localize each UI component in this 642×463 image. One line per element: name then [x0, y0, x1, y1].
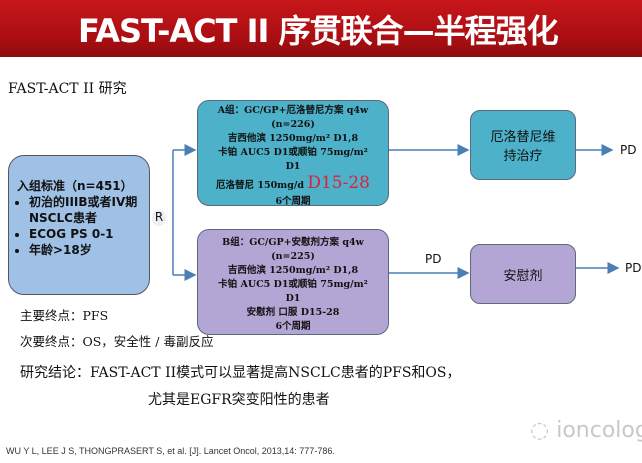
enrollment-title: 入组标准（n=451）	[17, 179, 133, 193]
arm-a-line: 厄洛替尼 150mg/d	[216, 180, 304, 191]
arm-a-title: A组：GC/GP+厄洛替尼方案 q4w	[217, 105, 369, 116]
primary-endpoint: 主要终点：PFS	[20, 308, 109, 323]
conclusion-line1: 研究结论：FAST-ACT II模式可以显著提高NSCLC患者的PFS和OS，	[20, 365, 461, 381]
arm-b-line: D1	[285, 293, 301, 304]
criterion: ECOG PS 0-1	[29, 226, 149, 242]
arm-b-cycles: 6个周期	[275, 321, 311, 332]
header-banner: FAST-ACT II 序贯联合—半程强化	[0, 0, 642, 57]
arm-a-line: 吉西他滨 1250mg/m² D1,8	[227, 133, 359, 144]
arm-b-line: 吉西他滨 1250mg/m² D1,8	[227, 265, 359, 276]
arm-b-line: 安慰剂 口服 D15-28	[246, 307, 340, 318]
enrollment-box: 入组标准（n=451） 初治的IIIB或者IV期NSCLC患者 ECOG PS …	[8, 155, 150, 295]
arm-a-highlight: D15-28	[307, 173, 370, 193]
randomization-label: R	[152, 210, 166, 226]
maintenance-b-box: 安慰剂	[470, 244, 576, 304]
pd-label: PD	[620, 143, 637, 157]
arm-b-line: 卡铂 AUC5 D1或顺铂 75mg/m²	[218, 279, 368, 290]
secondary-endpoint: 次要终点：OS，安全性 / 毒副反应	[20, 334, 214, 349]
criterion: 初治的IIIB或者IV期NSCLC患者	[29, 194, 139, 226]
conclusion-line2: 尤其是EGFR突变阳性的患者	[148, 392, 330, 408]
criterion: 年龄>18岁	[29, 242, 149, 258]
pd-label: PD	[425, 252, 442, 266]
arm-a-line: 卡铂 AUC5 D1或顺铂 75mg/m²	[218, 147, 368, 158]
watermark: ◌ ioncology	[530, 418, 642, 443]
wechat-icon: ◌	[530, 418, 550, 443]
arm-b-n: (n=225)	[271, 251, 315, 262]
reference: WU Y L, LEE J S, THONGPRASERT S, et al. …	[6, 446, 335, 456]
section-title: FAST-ACT II 研究	[8, 81, 127, 97]
slide-title: FAST-ACT II 序贯联合—半程强化	[78, 12, 559, 50]
pd-label: PD	[625, 261, 642, 275]
arm-a-n: (n=226)	[271, 119, 315, 130]
arm-a-box: A组：GC/GP+厄洛替尼方案 q4w (n=226) 吉西他滨 1250mg/…	[197, 100, 389, 207]
arm-a-line: D1	[285, 161, 301, 172]
arm-b-box: B组：GC/GP+安慰剂方案 q4w (n=225) 吉西他滨 1250mg/m…	[197, 229, 389, 335]
arm-b-title: B组：GC/GP+安慰剂方案 q4w	[222, 237, 364, 248]
maintenance-a-box: 厄洛替尼维持治疗	[470, 110, 576, 180]
watermark-text: ioncology	[556, 418, 642, 443]
arm-a-cycles: 6个周期	[275, 196, 311, 207]
